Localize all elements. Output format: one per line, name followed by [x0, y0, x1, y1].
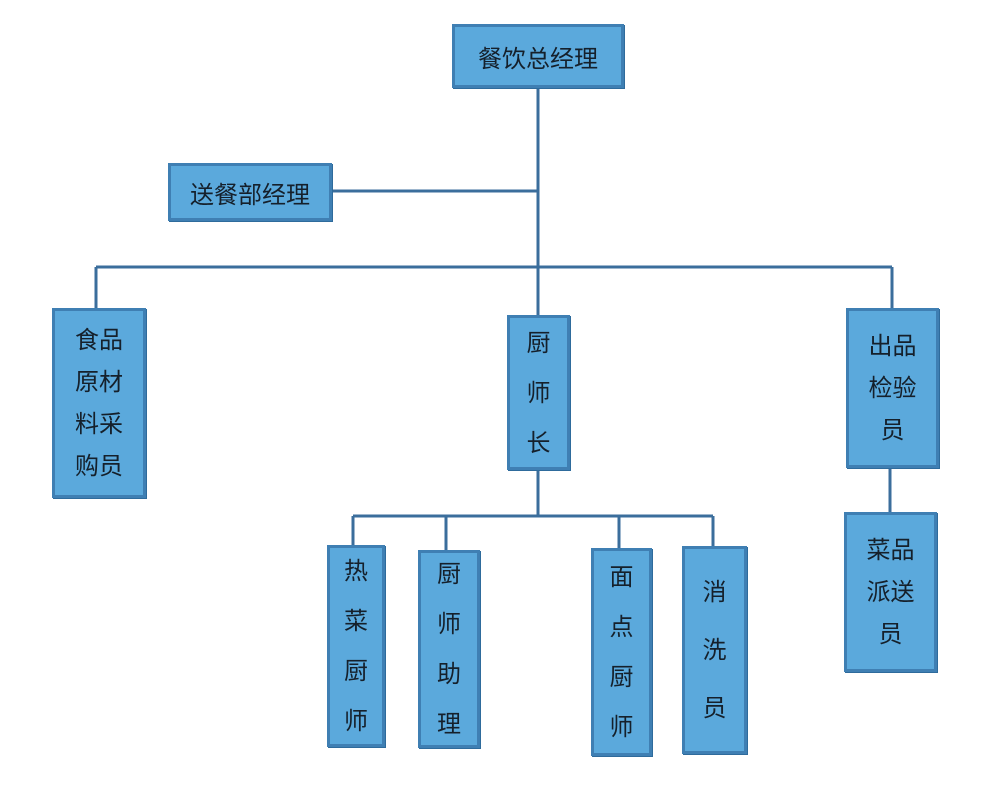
node-dishwasher: 消洗员 [682, 546, 747, 754]
node-pastry-chef-label: 面点厨师 [609, 563, 634, 741]
node-head-chef: 厨师长 [507, 315, 570, 470]
node-purchaser: 食品原材料采购员 [52, 308, 146, 498]
node-gm-label: 餐饮总经理 [478, 44, 598, 73]
node-dispatcher-label: 菜品派送员 [866, 536, 915, 648]
node-chef-assistant: 厨师助理 [418, 550, 480, 748]
node-delivery-manager-label: 送餐部经理 [190, 180, 310, 209]
node-gm: 餐饮总经理 [452, 24, 624, 88]
node-pastry-chef: 面点厨师 [591, 548, 652, 756]
node-dishwasher-label: 消洗员 [702, 578, 727, 722]
node-hot-dish-chef-label: 热菜厨师 [344, 557, 368, 735]
node-delivery-manager: 送餐部经理 [168, 163, 332, 221]
node-inspector-label: 出品检验员 [868, 332, 917, 444]
node-inspector: 出品检验员 [846, 308, 939, 468]
node-hot-dish-chef: 热菜厨师 [327, 545, 385, 747]
node-dispatcher: 菜品派送员 [844, 512, 937, 672]
node-chef-assistant-label: 厨师助理 [437, 560, 461, 738]
node-purchaser-label: 食品原材料采购员 [75, 326, 123, 480]
node-head-chef-label: 厨师长 [526, 328, 551, 457]
